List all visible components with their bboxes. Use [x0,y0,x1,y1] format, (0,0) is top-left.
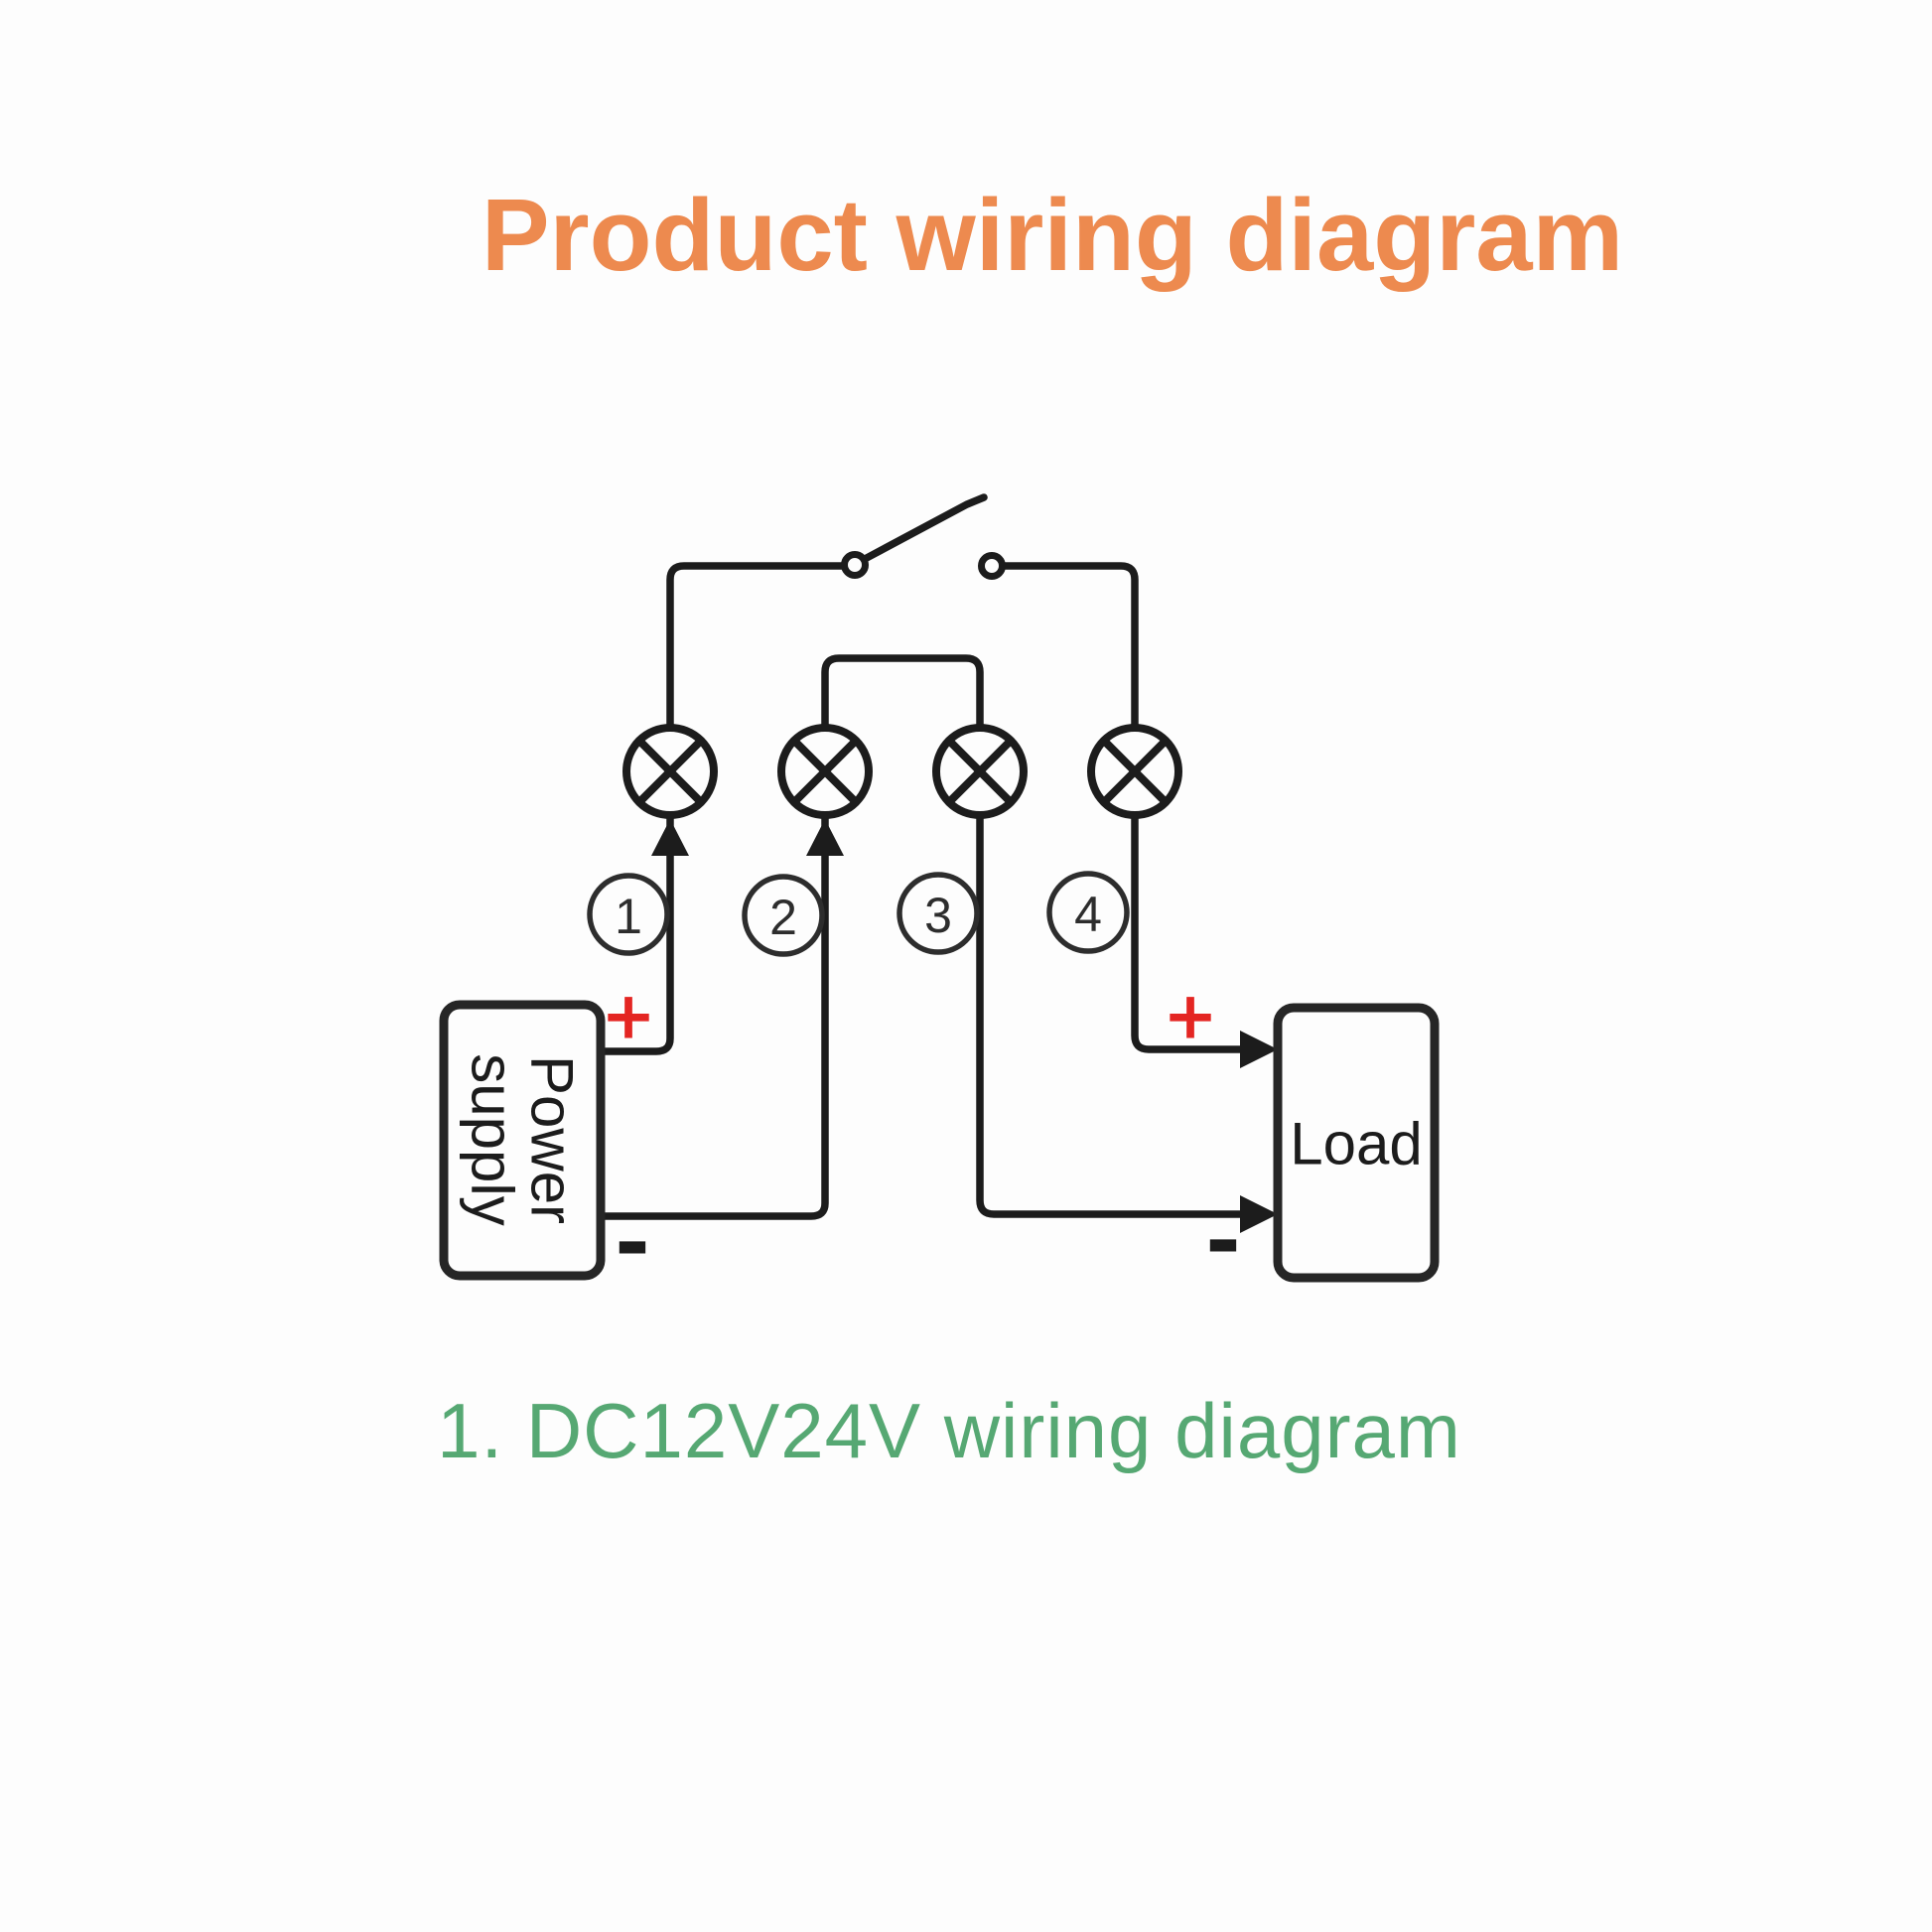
badge-1-digit: 1 [615,889,642,944]
badge-1: 1 [587,873,670,956]
lamp-icon-2 [777,724,873,819]
load-label: Load [1290,1111,1422,1177]
power-supply-box: Power supply [439,1000,606,1281]
power-supply-label-line1: Power [519,1055,586,1224]
lamp-icon-4 [1087,724,1182,819]
switch-icon [841,493,1006,580]
badge-4: 4 [1046,871,1130,954]
power-minus-mark: - [615,1193,650,1293]
switch-terminal-right [978,552,1006,580]
load-minus-mark: - [1205,1191,1241,1291]
wire-lamp4-to-load-plus [1131,811,1247,1053]
badge-3-digit: 3 [924,888,952,943]
badge-2-digit: 2 [769,890,797,945]
wire-switch-right-to-lamp4 [1000,562,1139,733]
lamp-icon-3 [932,724,1028,819]
badge-3: 3 [897,872,980,955]
power-supply-label-line2: supply [460,1053,526,1225]
wire-bridge-lamp2-lamp3 [821,654,984,733]
wire-lamp1-to-power-plus [599,811,674,1055]
arrowheads [651,819,1278,1233]
wire-lamp2-to-power-minus [599,811,829,1220]
arrow-up-icon-lamp2 [806,819,844,856]
load-box: Load [1273,1003,1440,1283]
polarity-marks: + - + - [601,978,1241,1294]
arrow-right-icon-load-plus [1240,1031,1278,1068]
switch-lever [861,493,988,563]
page-title: Product wiring diagram [481,178,1624,292]
switch-terminal-left [841,551,869,579]
arrow-right-icon-load-minus [1240,1195,1278,1233]
load-plus-mark: + [1163,978,1217,1054]
lamp-icons [622,724,1182,819]
caption: 1. DC12V24V wiring diagram [437,1387,1461,1474]
wire-lamp3-to-load-minus [976,811,1247,1218]
lamp-icon-1 [622,724,718,819]
badge-2: 2 [742,874,825,957]
wire-switch-left-to-lamp1 [666,562,847,733]
arrow-up-icon-lamp1 [651,819,689,856]
badge-4-digit: 4 [1074,887,1102,942]
wires [599,562,1247,1220]
power-plus-mark: + [601,978,655,1054]
output-badges: 1 2 3 4 [587,871,1130,957]
